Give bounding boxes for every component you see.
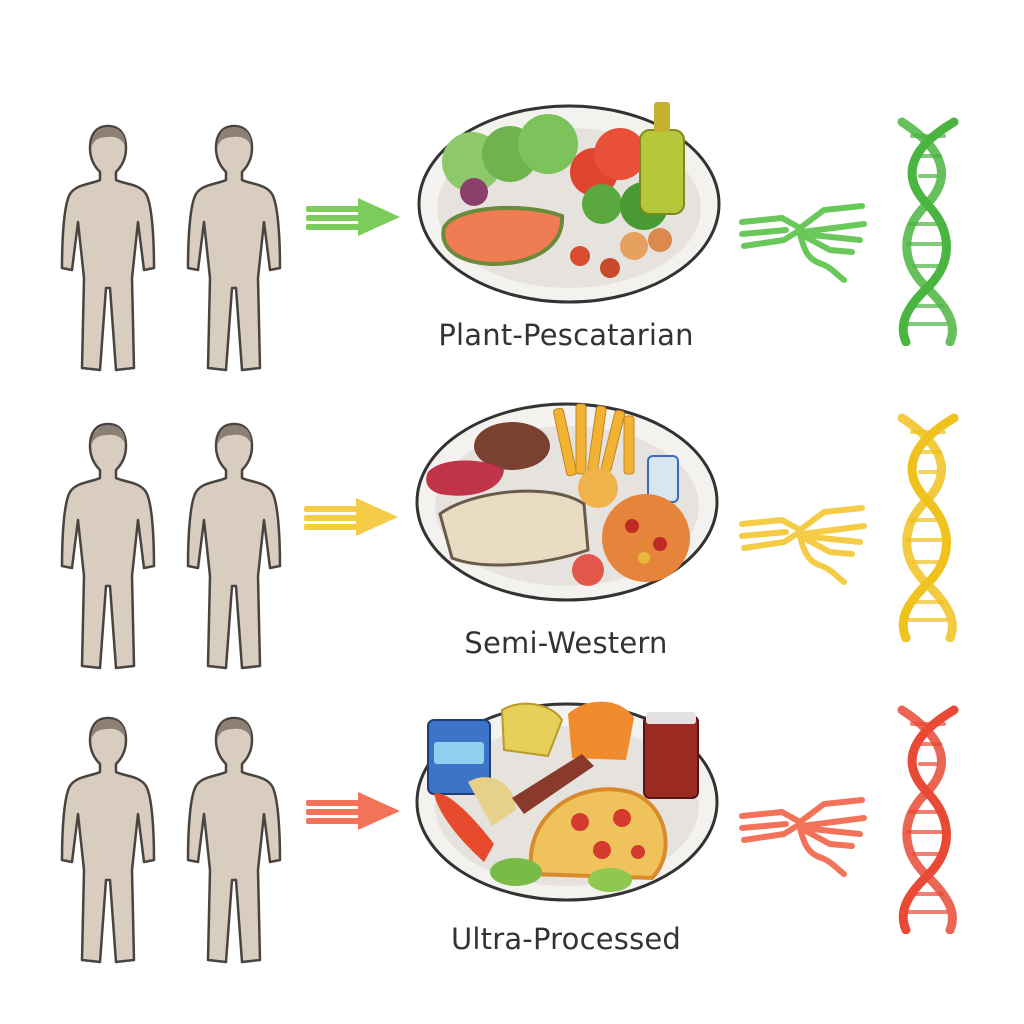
diet-label: Ultra-Processed — [450, 922, 682, 956]
arrow-right-icon — [306, 194, 402, 240]
diet-row-ultra-processed: Ultra-Processed — [0, 600, 1024, 940]
arrow-right-icon — [306, 788, 402, 834]
plate-plant-pescatarian — [417, 102, 721, 304]
person-silhouette-icon — [58, 710, 158, 970]
gut-microbe-icon — [738, 788, 868, 878]
plate-semi-western — [415, 402, 719, 602]
diet-row-semi-western: Semi-Western — [0, 300, 1024, 640]
arrow-right-icon — [304, 494, 400, 540]
person-silhouette-icon — [184, 710, 284, 970]
dna-helix-icon — [882, 704, 972, 934]
gut-microbe-icon — [738, 496, 868, 586]
diet-label: Semi-Western — [464, 626, 668, 660]
diet-label: Plant-Pescatarian — [438, 318, 694, 352]
gut-microbe-icon — [738, 194, 868, 284]
diet-row-plant-pescatarian: Plant-Pescatarian — [0, 0, 1024, 340]
plate-ultra-processed — [415, 701, 719, 902]
